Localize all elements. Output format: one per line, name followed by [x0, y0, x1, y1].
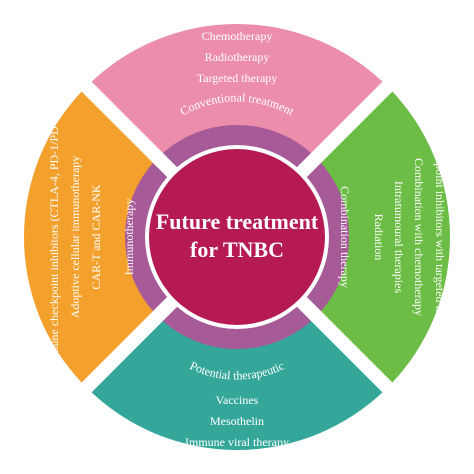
left-item-1: Immune checkpoint inhibitors (CTLA-4, PD…: [47, 105, 61, 369]
right-item-3: Combination with chemotherapy: [412, 158, 426, 316]
left-item-3: CAR-T and CAR-NK: [89, 184, 103, 289]
right-item-2: Intratumoural therapies: [392, 181, 406, 294]
center-title-line2: for TNBC: [190, 237, 284, 262]
top-item-4: Targeted therapy: [197, 71, 278, 85]
segment-top: [86, 24, 388, 159]
ring-label-left: Immunotherapy: [122, 199, 136, 276]
center-circle: [149, 149, 325, 325]
left-item-2: Adoptive cellular immunotherapy: [68, 156, 82, 319]
segment-left: [23, 89, 156, 385]
segment-bottom: [86, 315, 388, 450]
segment-right: [318, 89, 451, 385]
bottom-item-3: Immune viral therapy: [185, 435, 289, 449]
top-item-3: Radiotherapy: [205, 50, 270, 64]
right-item-1: Radiation: [372, 214, 386, 261]
top-item-2: Chemotherapy: [202, 29, 273, 43]
right-item-4: Checkpoint inhibitors with targeted ther…: [433, 132, 447, 341]
bottom-item-1: Vaccines: [216, 393, 259, 407]
bottom-item-2: Mesothelin: [210, 414, 264, 428]
top-item-1: Surgical resection: [194, 9, 280, 23]
ring-label-right: Combination therapy: [338, 186, 352, 288]
center-title-line1: Future treatment: [156, 209, 319, 234]
